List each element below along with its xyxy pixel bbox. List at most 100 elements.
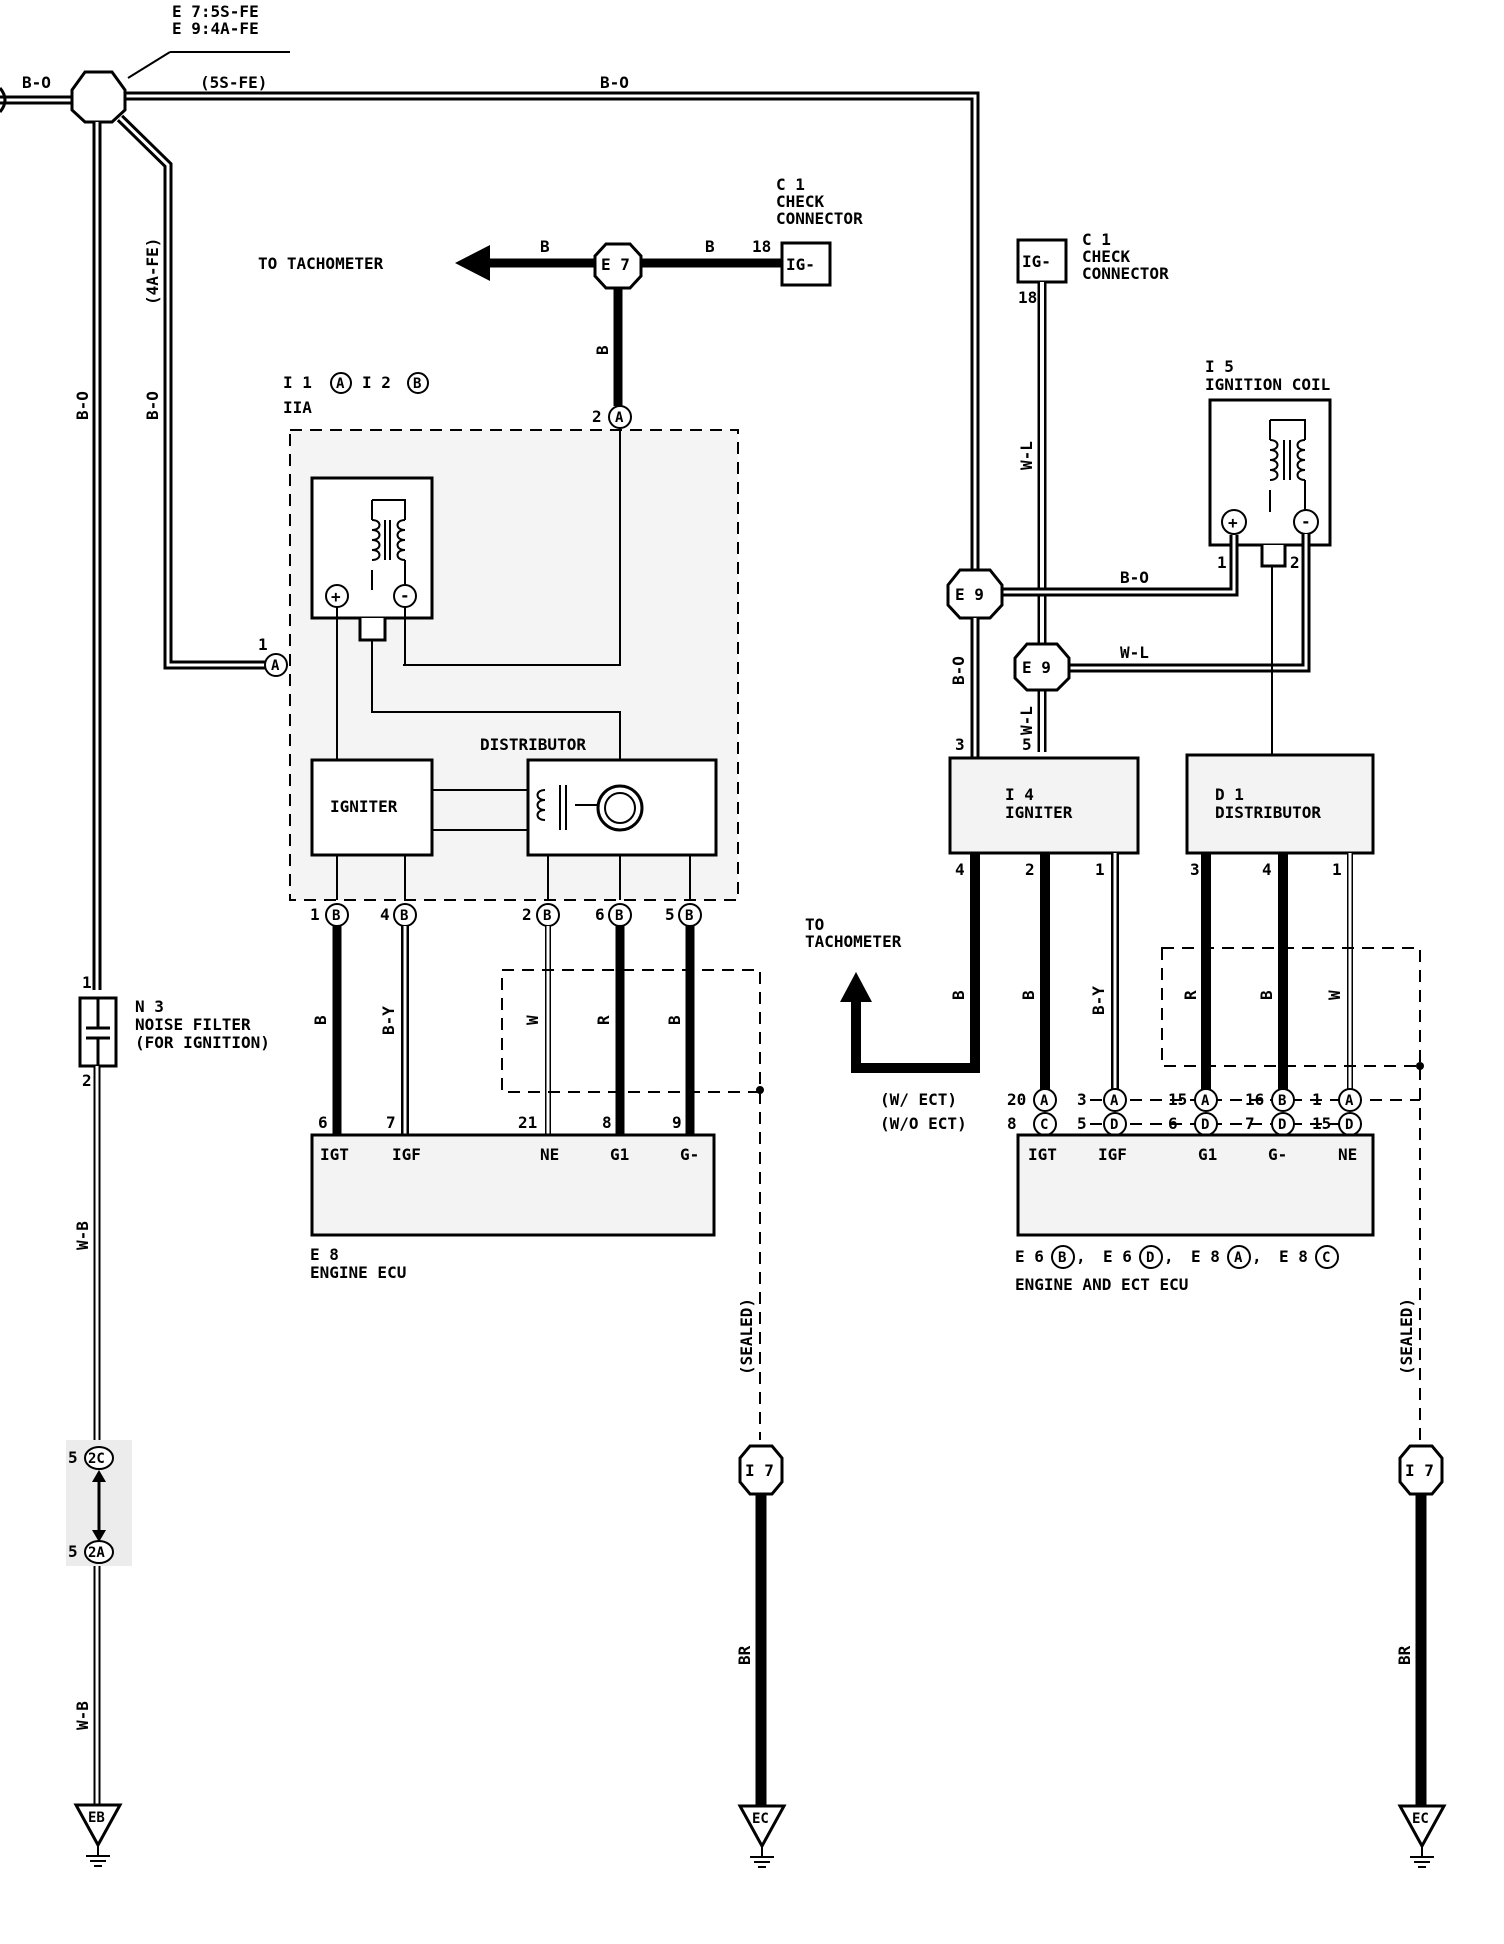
connector-2a-code: 2A [88,1545,105,1561]
ect-with-code-circle [1338,1088,1362,1112]
wire-label-b-o-4: B-O [143,391,162,420]
splice-ref-e7: E 7:5S-FE [172,2,259,21]
igniter-pin-2: 2 [1025,860,1035,879]
wire-label-b-o-1: B-O [22,73,51,92]
splice-e7 [593,242,643,290]
check-connector-left-line2: CONNECTOR [776,209,863,228]
igniter-pin-4: 4 [955,860,965,879]
bus-b-o-top [120,91,980,578]
ecu-right-g1: G1 [1198,1145,1217,1164]
iia-ref-b-circle [407,372,429,394]
variant-5s-fe: (5S-FE) [200,73,267,92]
engine-ecu-box [310,1133,716,1237]
wire-label-w-2: W [1325,990,1344,1000]
noise-filter-pin-1: 1 [82,973,92,992]
check-connector-right-line2: CONNECTOR [1082,264,1169,283]
wire-coil-to-dist [371,640,621,760]
wire-label-br-2: BR [1395,1645,1414,1665]
ect-with-code: A [1110,1093,1119,1109]
ecu-right-separator: , [1164,1247,1174,1266]
ect-with-code-circle [1271,1088,1295,1112]
distributor-right-box [1185,753,1375,855]
distributor-pickup-icon [536,785,600,830]
splice-ref-e9: E 9:4A-FE [172,19,259,38]
ect-with-pin: 20 [1007,1090,1026,1109]
ground-eb-icon [73,1803,123,1849]
ground-ec-right-bars [1410,1846,1434,1868]
ecu-left-igt: IGT [320,1145,349,1164]
coil-plus-icon [1221,509,1247,535]
iia-coil-plus-glyph: + [331,587,341,606]
wire-e9-to-coil [998,535,1239,597]
igniter-right-id: I 4 [1005,785,1034,804]
iia-bottom-pin-6: 6 [595,905,605,924]
check-connector-left-terminal: IG- [786,255,815,274]
coil-id: I 5 [1205,357,1234,376]
splice-e9-upper-label: E 9 [955,585,984,604]
ecu-right-name: ENGINE AND ECT ECU [1015,1275,1188,1294]
ecu-right-id: E 6 [1015,1247,1044,1266]
wire-label-r-2: R [1181,990,1200,1000]
splice-i7-right [1398,1444,1444,1496]
ect-with-pin: 1 [1312,1090,1322,1109]
check-connector-right-id: C 1 [1082,230,1111,249]
ecu-right-separator: , [1252,1247,1262,1266]
wire-label-b-2: B [705,237,715,256]
ect-with-code-circle [1103,1088,1127,1112]
iia-ref-b: B [413,376,421,392]
ecu-right-code-circle [1051,1245,1075,1269]
wire-label-b-3: B [593,345,612,355]
ground-ec-left-label: EC [752,1811,769,1827]
splice-e9-lower-label: E 9 [1022,658,1051,677]
check-connector-right-pin: 18 [1018,288,1037,307]
ecu-left-pin-7: 7 [386,1113,396,1132]
ect-with-pin: 16 [1245,1090,1264,1109]
ecu-right-id: E 8 [1191,1247,1220,1266]
splice-e9-upper [946,568,1004,620]
ecu-right-ne: NE [1338,1145,1357,1164]
iia-bottom-pin-4: 4 [380,905,390,924]
ect-with-code-circle [1033,1088,1057,1112]
wire-label-b-o-6: B-O [949,656,968,685]
splice-i7-right-label: I 7 [1405,1461,1434,1480]
coil-winding-icon [1269,419,1306,512]
wire-label-b-o-5: B-O [1120,568,1149,587]
wire-label-w-b-1: W-B [73,1221,92,1250]
wire-b-o-4a-fe [116,114,265,670]
ecu-right-code-circle [1315,1245,1339,1269]
arrow-to-tachometer [455,245,490,281]
connector-2a-circle [84,1540,114,1564]
iia-ref-i1: I 1 [283,373,312,392]
ect-with-pin: 15 [1168,1090,1187,1109]
ecu-left-g1: G1 [610,1145,629,1164]
splice-e7-label: E 7 [601,255,630,274]
without-ect-label: (W/O ECT) [880,1114,967,1133]
iia-ref-a: A [336,376,345,392]
ect-without-pin: 6 [1168,1114,1178,1133]
distributor-pin-1: 1 [1332,860,1342,879]
iia-bottom-pin-2: 2 [522,905,532,924]
wire-label-w-b-2: W-B [73,1701,92,1730]
check-connector-right-terminal: IG- [1022,252,1051,271]
iia-bottom-pin-2-code: B [543,908,551,924]
wire-iia-internal-1 [403,428,621,666]
ecu-right-igf: IGF [1098,1145,1127,1164]
ecu-left-ne: NE [540,1145,559,1164]
coil-minus-glyph: - [1301,512,1311,531]
ect-with-code: A [1040,1093,1049,1109]
ect-with-code-circle [1194,1088,1218,1112]
iia-label: IIA [283,398,312,417]
to-tachometer-right-1: TO [805,915,824,934]
ect-with-code: A [1201,1093,1210,1109]
noise-filter-line1: NOISE FILTER [135,1015,251,1034]
splice-i7-left [738,1444,784,1496]
coil-notch [1260,545,1287,568]
sealed-left: (SEALED) [737,1298,756,1375]
coil-name: IGNITION COIL [1205,375,1330,394]
to-tachometer-right-2: TACHOMETER [805,932,902,951]
ecu-right-code-circle [1227,1245,1251,1269]
wire-label-w-l-1: W-L [1017,441,1036,470]
ecu-left-id: E 8 [310,1245,339,1264]
